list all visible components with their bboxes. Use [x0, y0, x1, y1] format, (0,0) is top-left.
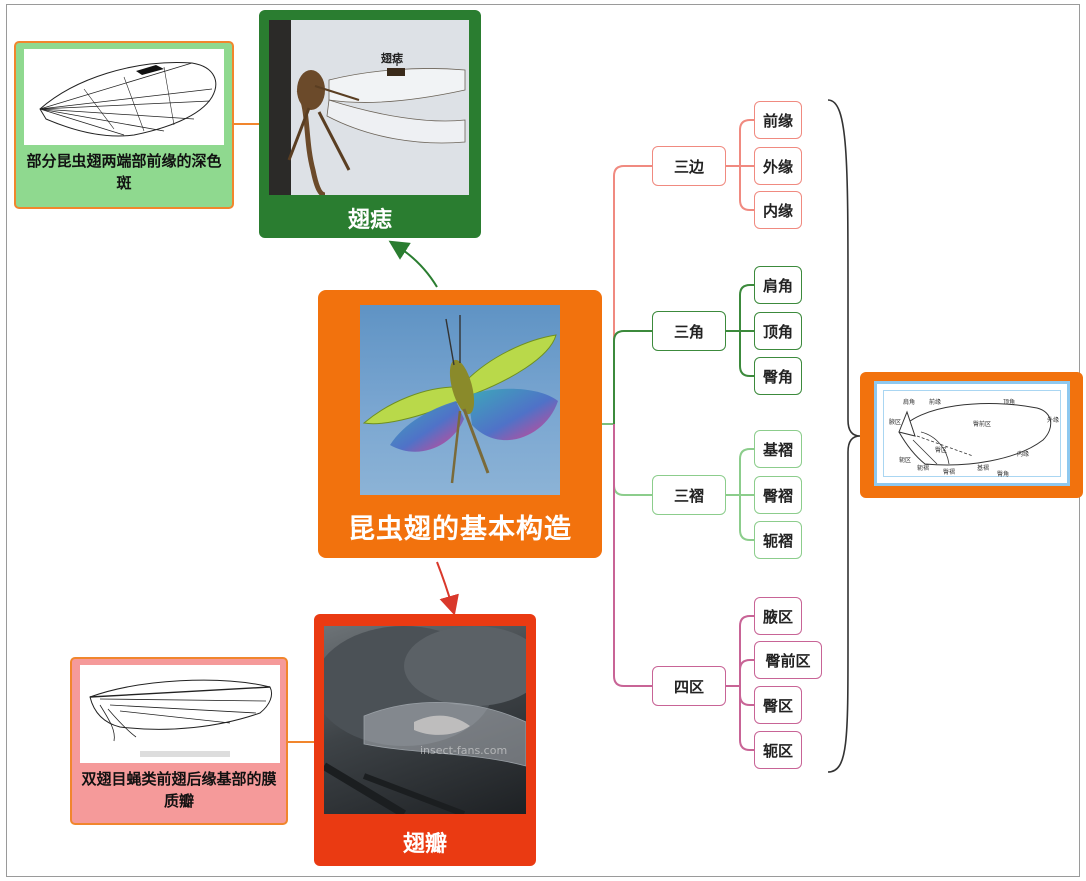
svg-text:轭褶: 轭褶	[917, 464, 929, 472]
top-note-text: 部分昆虫翅两端部前缘的深色斑	[26, 152, 222, 192]
node-yequ[interactable]: 腋区	[754, 597, 802, 635]
central-title: 昆虫翅的基本构造	[348, 514, 572, 545]
wing-stigma-photo-label: 翅痣	[381, 52, 403, 65]
node-equ[interactable]: 轭区	[754, 731, 802, 769]
svg-text:腋区: 腋区	[889, 418, 901, 426]
branch-line-siqu	[613, 424, 652, 687]
svg-text:臀褶: 臀褶	[943, 468, 955, 476]
branch-sanzhe[interactable]: 三褶	[652, 475, 726, 515]
bottom-card-title: 翅瓣	[402, 832, 447, 857]
central-topic[interactable]: 昆虫翅的基本构造	[318, 290, 602, 558]
top-note-card: 部分昆虫翅两端部前缘的深色斑	[14, 41, 234, 209]
bottom-note-text: 双翅目蝇类前翅后缘基部的膜质瓣	[81, 770, 277, 810]
wing-venation-diagram	[24, 49, 224, 145]
top-card-title: 翅痣	[347, 208, 392, 233]
node-dingjiao[interactable]: 顶角	[754, 312, 802, 350]
branch-sanjiao[interactable]: 三角	[652, 311, 726, 351]
summary-brace	[827, 99, 861, 773]
grasshopper-photo	[360, 305, 560, 495]
branch-line-sanzhe	[613, 424, 652, 496]
svg-text:轭区: 轭区	[899, 456, 911, 464]
node-qianyuan[interactable]: 前缘	[754, 101, 802, 139]
node-jizhe[interactable]: 基褶	[754, 430, 802, 468]
svg-text:顶角: 顶角	[1003, 398, 1015, 406]
svg-text:前缘: 前缘	[929, 398, 941, 406]
node-jianjiao[interactable]: 肩角	[754, 266, 802, 304]
svg-text:外缘: 外缘	[1047, 416, 1059, 424]
insect-wing-photo: 翅痣	[269, 20, 469, 195]
top-card[interactable]: 翅痣 翅痣	[259, 10, 481, 238]
node-waiyuan[interactable]: 外缘	[754, 147, 802, 185]
node-ezhe[interactable]: 轭褶	[754, 521, 802, 559]
fly-wing-diagram	[80, 665, 280, 763]
branch-line-sanjiao	[613, 330, 652, 424]
arrow-to-bottom-card	[436, 561, 459, 616]
svg-text:臀区: 臀区	[935, 447, 947, 454]
svg-text:肩角: 肩角	[903, 398, 915, 406]
branch-line-sanbian	[613, 165, 652, 424]
node-tunzhe[interactable]: 臀褶	[754, 476, 802, 514]
arrow-to-top-card	[388, 240, 438, 288]
svg-text:臀角: 臀角	[997, 470, 1009, 478]
node-tunqu[interactable]: 臀区	[754, 686, 802, 724]
wing-structure-diagram: 肩角 前缘 顶角 腋区 臀前区 臀区 轭区 外缘 内缘 轭褶 臀褶 基褶 臀角	[874, 381, 1070, 486]
summary-wing-card[interactable]: 肩角 前缘 顶角 腋区 臀前区 臀区 轭区 外缘 内缘 轭褶 臀褶 基褶 臀角	[860, 372, 1083, 498]
bottom-card[interactable]: insect-fans.com 翅瓣	[314, 614, 536, 866]
node-tunjiao[interactable]: 臀角	[754, 357, 802, 395]
watermark: insect-fans.com	[420, 744, 508, 757]
svg-text:臀前区: 臀前区	[973, 420, 991, 428]
svg-text:内缘: 内缘	[1017, 450, 1029, 458]
node-neiyuan[interactable]: 内缘	[754, 191, 802, 229]
bottom-note-card: 双翅目蝇类前翅后缘基部的膜质瓣	[70, 657, 288, 825]
node-tunqianqu[interactable]: 臀前区	[754, 641, 822, 679]
svg-text:基褶: 基褶	[977, 464, 989, 472]
fly-photo: insect-fans.com	[324, 626, 526, 814]
branch-sanbian[interactable]: 三边	[652, 146, 726, 186]
branch-siqu[interactable]: 四区	[652, 666, 726, 706]
